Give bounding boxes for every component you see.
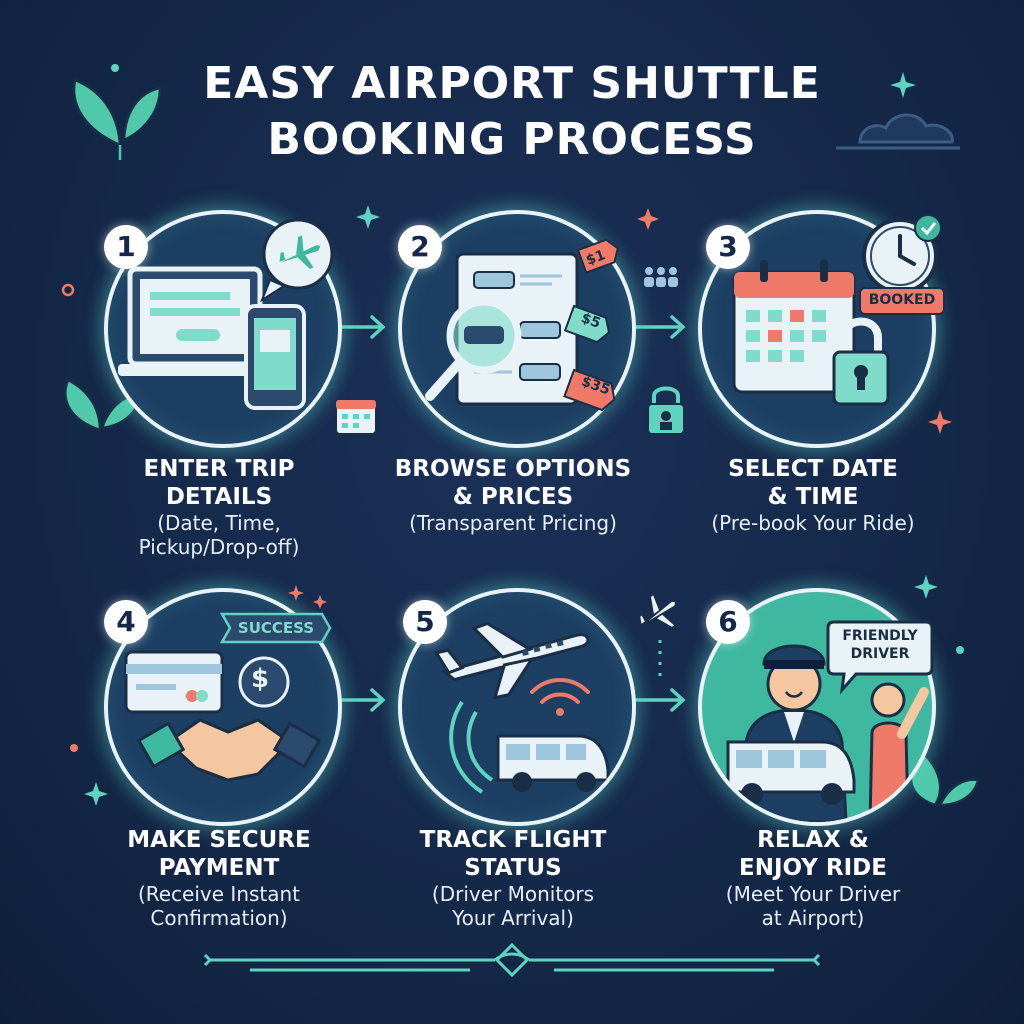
step-3-head-line1: SELECT DATE [728,456,898,482]
step-3-circle [698,210,936,448]
page-title-line1: EASY AIRPORT SHUTTLE [203,58,821,109]
phone-icon [244,304,306,410]
step-5-head-line1: TRACK FLIGHT [419,827,607,853]
sparkle-icon [637,208,659,230]
page-title-line2: BOOKING PROCESS [267,114,757,165]
step-6-sub-line2: at Airport) [761,906,865,931]
step-4-head-line2: PAYMENT [158,855,280,882]
step-1-head-line2: DETAILS [165,484,273,511]
magnifier-icon [425,298,522,401]
credit-card-icon [124,650,224,714]
step-3-head-line2: & TIME [767,484,859,511]
dollar-bubble-icon [238,656,290,708]
signal-icon [530,678,590,704]
booked-badge-bg [859,287,945,315]
step-2-sub-line1: (Transparent Pricing) [409,511,617,536]
lock-icon [832,317,890,406]
step-2-circle [398,210,636,448]
booked-badge: BOOKED [868,292,936,308]
step-2-number: 2 [398,225,442,269]
sparkle-icon [313,595,327,609]
dot-icon [111,64,119,72]
airplane-icon [433,621,590,700]
step-1-number: 1 [104,225,148,269]
step-6-caption: RELAX & ENJOY RIDE (Meet Your Driver at … [663,826,963,931]
van-icon [473,271,561,381]
success-badge: SUCCESS [237,619,315,637]
step-1-head-line1: ENTER TRIP [143,456,295,482]
step-5-caption: TRACK FLIGHT STATUS (Driver Monitors You… [363,826,663,931]
step-1-sub-line2: Pickup/Drop-off) [138,535,300,560]
step-6-circle [698,588,936,826]
sparkle-icon [84,782,108,806]
step-5-circle [398,588,636,826]
dot-icon [61,283,75,297]
van-icon [726,740,856,805]
step-1-caption: ENTER TRIP DETAILS (Date, Time, Pickup/D… [69,455,369,560]
friendly-driver-line2: DRIVER [850,646,910,663]
lock-icon [647,386,685,435]
step-6-sub-line1: (Meet Your Driver [725,882,901,907]
price-tag-icon [563,304,611,344]
step-3-sub-line1: (Pre-book Your Ride) [711,511,915,536]
handshake-icon [136,718,322,782]
friendly-driver-line1: FRIENDLY [842,628,918,644]
step-5-sub-line1: (Driver Monitors [431,882,595,907]
leaf-icon [72,78,162,160]
step-3-number: 3 [706,225,750,269]
step-6-head-line2: ENJOY RIDE [739,855,887,882]
dot-icon [70,744,78,752]
step-1-sub-line1: (Date, Time, [157,511,281,536]
dot-icon [956,646,964,654]
step-2-head-line1: BROWSE OPTIONS [394,456,632,482]
step-4-sub-line2: Confirmation) [150,906,288,931]
airplane-icon [638,593,677,629]
step-3-caption: SELECT DATE & TIME (Pre-book Your Ride) [663,455,963,535]
van-icon [496,734,610,792]
step-2-caption: BROWSE OPTIONS & PRICES (Transparent Pri… [363,455,663,535]
calendar-icon [335,399,377,435]
dollar-icon: $ [250,664,270,694]
cloud-icon [858,113,954,144]
step-4-sub-line1: (Receive Instant [137,882,301,907]
step-4-head-line1: MAKE SECURE [127,827,311,853]
calendar-icon [732,260,890,406]
arrow-icon [633,315,686,339]
sparkle-icon [890,72,916,98]
step-5-sub-line2: Your Arrival) [452,906,574,931]
friendly-driver-bubble: FRIENDLY DRIVER [828,627,932,663]
sparkle-icon [928,410,952,434]
plane-icon [259,218,334,303]
arrow-icon [335,315,386,339]
arrow-icon [633,688,686,712]
step-6-head-line1: RELAX & [757,827,869,853]
step-6-number: 6 [706,600,750,644]
sparkle-icon [356,205,380,229]
step-4-number: 4 [104,600,148,644]
divider-ornament [203,942,821,978]
step-4-caption: MAKE SECURE PAYMENT (Receive Instant Con… [69,826,369,931]
sparkle-icon [914,575,938,599]
people-icon [644,267,678,287]
step-5-head-line2: STATUS [464,855,562,882]
step-5-number: 5 [403,600,447,644]
price-tag-icon [563,368,616,412]
price-tag-icon [576,238,619,274]
sparkle-icon [288,585,304,601]
laptop-icon [118,266,273,376]
arrow-icon [335,688,386,712]
step-2-head-line2: & PRICES [452,484,574,511]
